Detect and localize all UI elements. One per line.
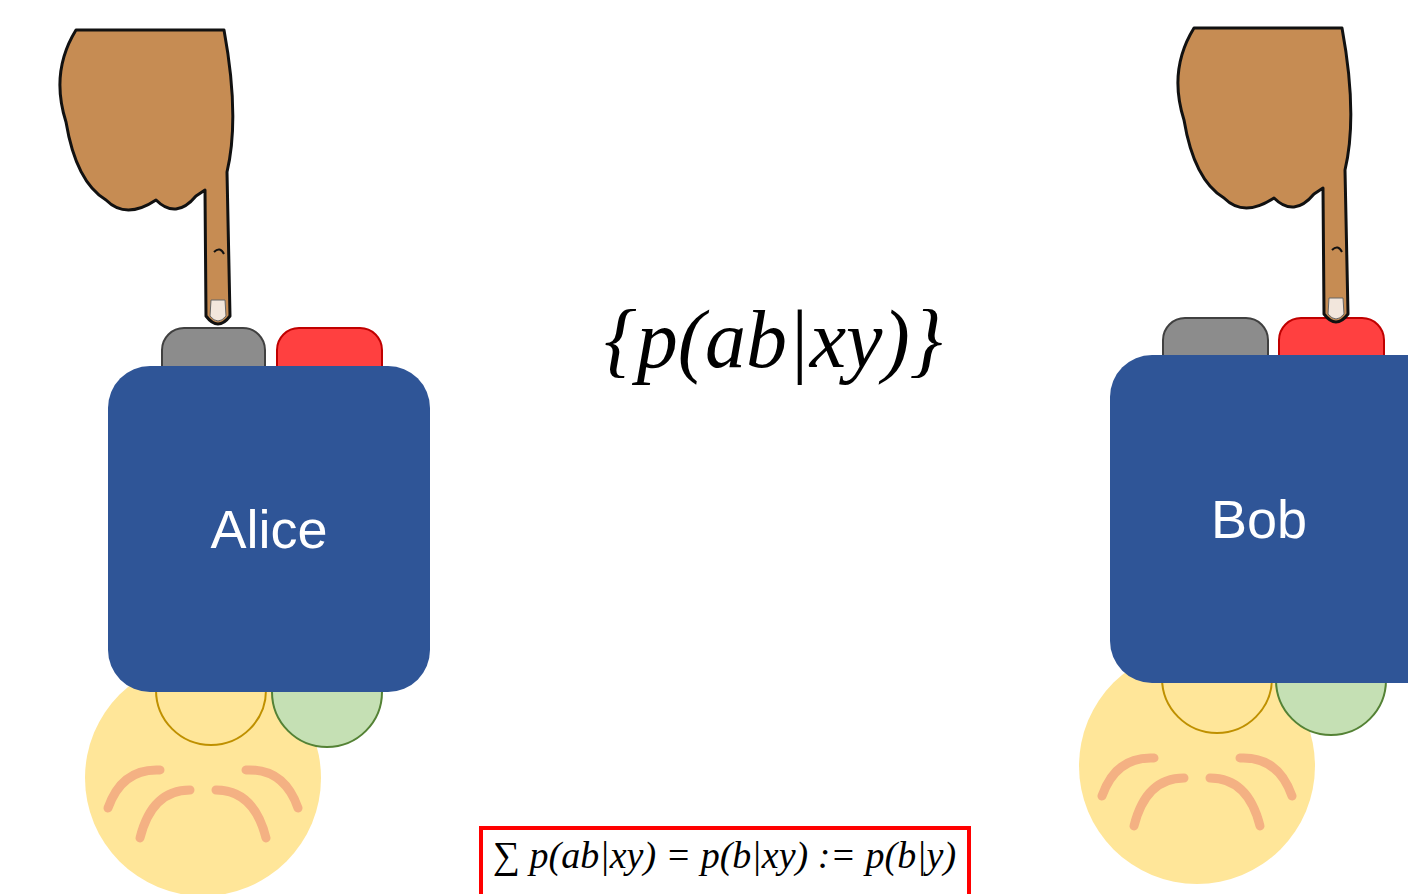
equation-text: ∑ p(ab|xy) = p(b|xy) := p(b|y) bbox=[493, 832, 956, 878]
pointing-hand bbox=[1178, 28, 1351, 322]
party-name: Bob bbox=[1211, 488, 1307, 550]
equation-box: ∑ p(ab|xy) = p(b|xy) := p(b|y) bbox=[479, 826, 971, 894]
alice-box: Alice bbox=[108, 366, 430, 692]
bob-box: Bob bbox=[1110, 355, 1408, 683]
party-name: Alice bbox=[210, 498, 327, 560]
distribution-label: {p(ab|xy)} bbox=[604, 290, 943, 390]
pointing-hand bbox=[60, 30, 233, 324]
